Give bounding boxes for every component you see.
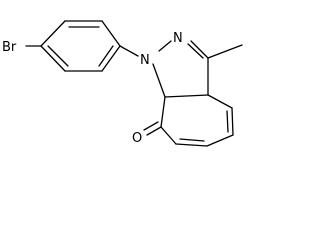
double-bond-inner bbox=[47, 45, 69, 67]
bond bbox=[187, 43, 204, 59]
bond bbox=[207, 94, 233, 109]
bond bbox=[101, 20, 121, 47]
bond bbox=[160, 96, 166, 128]
nitrogen-label: N bbox=[140, 53, 150, 68]
methyl-bond bbox=[207, 44, 243, 59]
bond bbox=[160, 126, 177, 145]
chemical-structure: Br N N O bbox=[2, 20, 243, 147]
oxygen-label: O bbox=[132, 131, 142, 146]
double-bond-inner bbox=[98, 45, 114, 67]
cycloheptatrienone-ring bbox=[160, 94, 234, 147]
bond bbox=[226, 110, 229, 133]
bond bbox=[231, 107, 234, 136]
bromine-label: Br bbox=[2, 40, 17, 55]
bond bbox=[40, 45, 66, 72]
bond bbox=[206, 134, 234, 147]
nitrogen-label: N bbox=[173, 31, 183, 46]
bond bbox=[190, 40, 209, 59]
aryl-n-bond bbox=[119, 45, 139, 57]
bond bbox=[101, 45, 121, 72]
bond bbox=[164, 94, 209, 98]
carbonyl-bond bbox=[146, 126, 162, 136]
bromophenyl-ring bbox=[40, 20, 121, 72]
pyrazole-ring bbox=[152, 40, 209, 98]
bond bbox=[40, 20, 66, 47]
bond bbox=[152, 63, 166, 98]
bond bbox=[158, 40, 172, 52]
bond bbox=[179, 138, 205, 142]
bond bbox=[175, 143, 208, 147]
carbonyl-bond bbox=[143, 121, 159, 131]
